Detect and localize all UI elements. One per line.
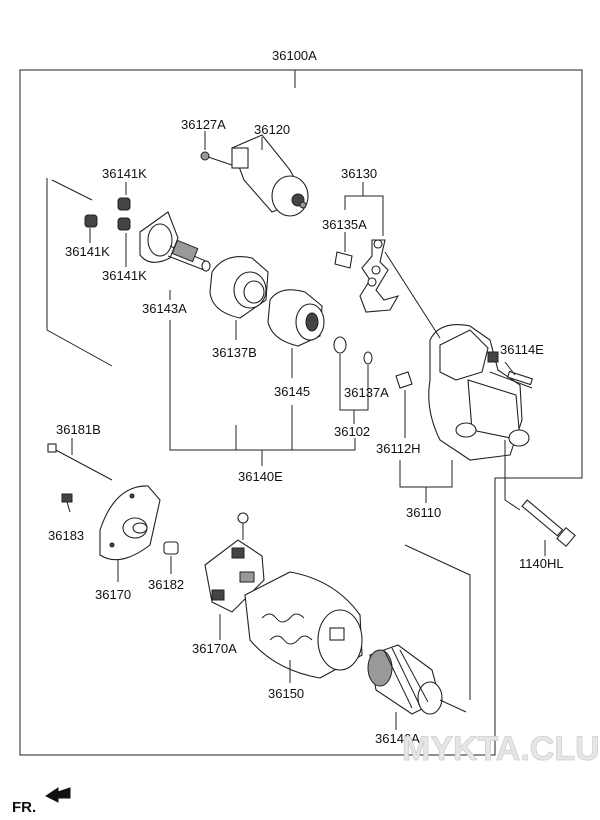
label-36110: 36110: [406, 505, 441, 520]
bracket-36130: [344, 195, 384, 236]
lever-part: [334, 239, 400, 313]
bracket-36110: [399, 460, 453, 488]
label-36135A: 36135A: [322, 217, 367, 232]
gear-housing-part: [428, 324, 534, 461]
label-36127A: 36127A: [181, 117, 226, 132]
through-bolt-part: [47, 443, 113, 481]
label-36182: 36182: [148, 577, 184, 592]
label-36137B: 36137B: [212, 345, 257, 360]
label-36112H: 36112H: [376, 441, 421, 456]
armature-part: [367, 644, 467, 715]
screw-part: [61, 493, 73, 513]
clutch-part: [267, 289, 325, 347]
guide-bracket-right: [404, 544, 471, 700]
assembly-frame: [19, 69, 583, 756]
label-36130: 36130: [341, 166, 377, 181]
yoke-part: [244, 571, 363, 679]
label-36137A: 36137A: [344, 385, 389, 400]
watermark-text: MYKTA.CLUB: [402, 730, 600, 768]
guide-line-left-top: [51, 179, 93, 201]
label-36170A: 36170A: [192, 641, 237, 656]
label-36141K-bottom: 36141K: [102, 268, 147, 283]
ring-parts: [333, 336, 413, 389]
label-36120: 36120: [254, 122, 290, 137]
label-36141K-left: 36141K: [65, 244, 110, 259]
direction-arrow-icon: [45, 787, 71, 803]
leader-bolt-from-housing: [504, 440, 521, 511]
bracket-36140E: [169, 320, 356, 451]
label-36100A: 36100A: [272, 48, 317, 63]
internal-gear-part: [209, 256, 269, 319]
leader-lever-housing: [384, 251, 441, 339]
label-36114E: 36114E: [500, 342, 544, 357]
label-36146A: 36146A: [375, 731, 420, 746]
label-36145: 36145: [274, 384, 310, 399]
leader-36114E: [504, 361, 516, 376]
label-36183: 36183: [48, 528, 84, 543]
bolt-1140HL-part: [521, 499, 576, 547]
label-36141K-top: 36141K: [102, 166, 147, 181]
rear-bracket-part: [99, 485, 161, 561]
bracket-36137A: [339, 354, 369, 411]
bushing-part: [163, 541, 179, 555]
label-36143A: 36143A: [142, 301, 187, 316]
label-36150: 36150: [268, 686, 304, 701]
label-36140E: 36140E: [238, 469, 283, 484]
drive-shaft-part: [139, 211, 211, 272]
guide-bracket-left: [46, 178, 113, 367]
label-36170: 36170: [95, 587, 131, 602]
direction-marker-label: FR.: [12, 799, 36, 816]
label-1140HL: 1140HL: [519, 556, 564, 571]
label-36181B: 36181B: [56, 422, 101, 437]
label-36102: 36102: [334, 424, 370, 439]
nut-36141K-parts: [84, 197, 131, 231]
solenoid-part: [200, 134, 309, 217]
